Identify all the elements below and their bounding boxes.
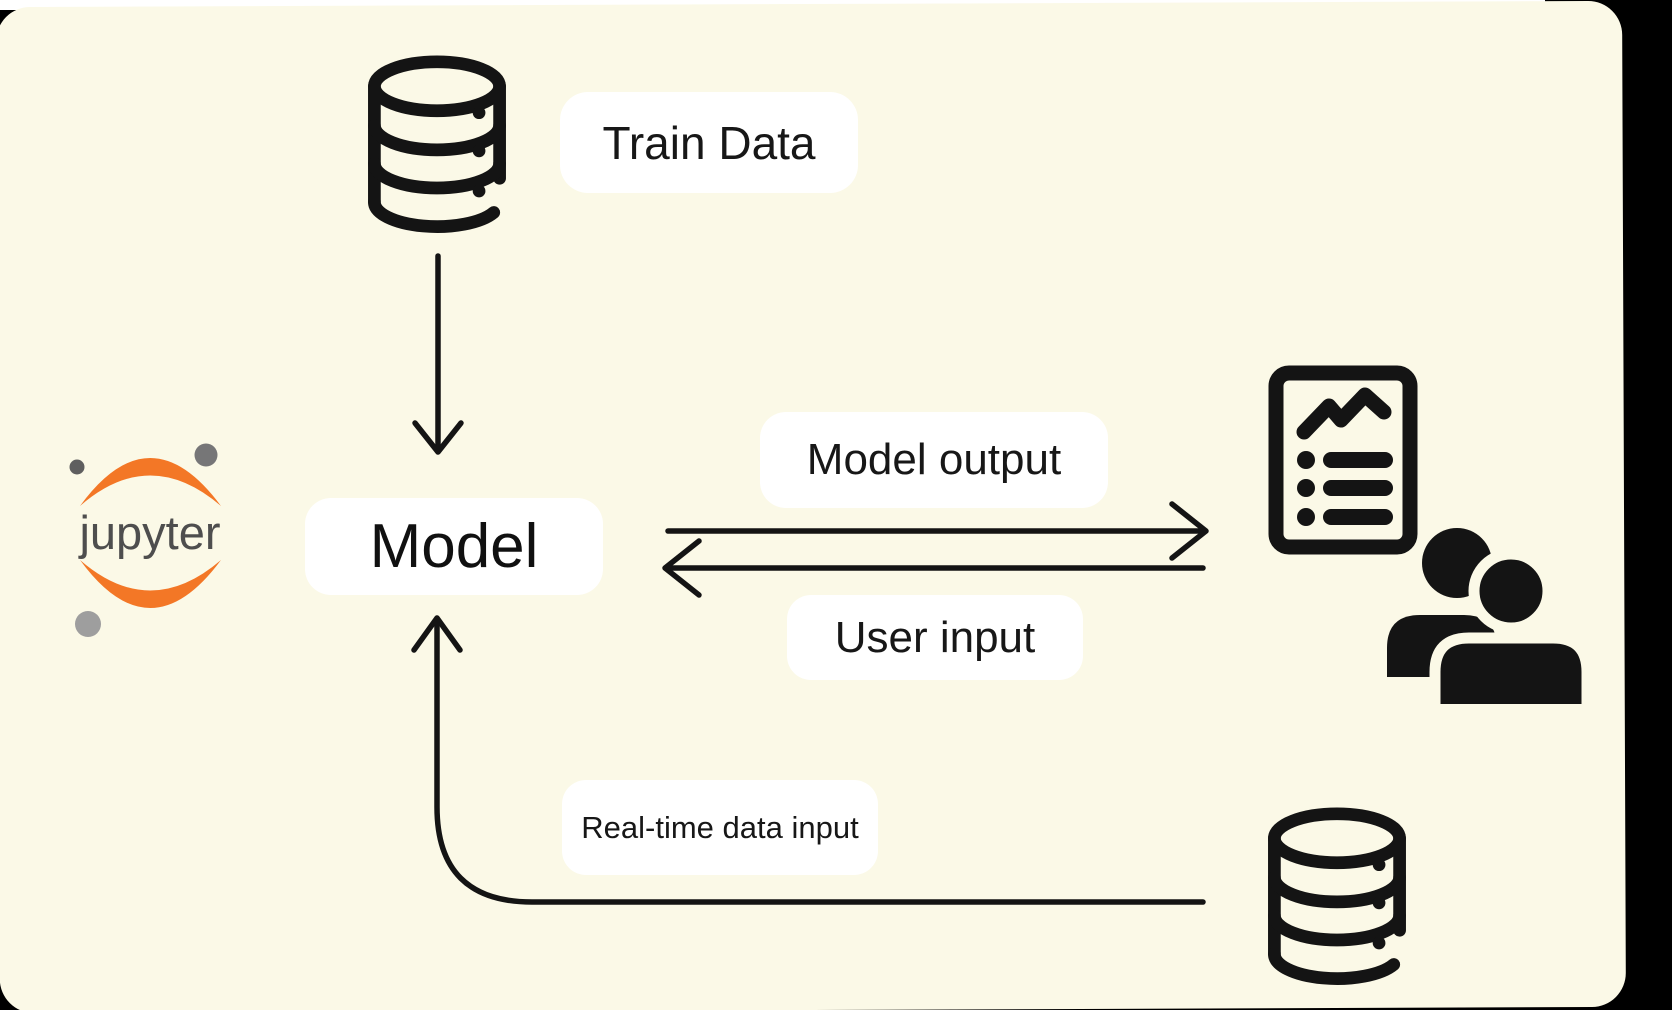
jupyter-moon-top-left xyxy=(69,459,85,475)
realtime-input-label-text: Real-time data input xyxy=(581,809,859,845)
model-node-text: Model xyxy=(369,512,539,581)
model-output-label: Model output xyxy=(760,412,1108,508)
train-data-label: Train Data xyxy=(560,92,858,193)
jupyter-logo: jupyter xyxy=(50,400,255,650)
jupyter-bottom-crescent xyxy=(80,560,221,608)
jupyter-top-crescent xyxy=(80,458,221,506)
user-input-label-text: User input xyxy=(834,612,1036,662)
model-node: Model xyxy=(305,498,603,595)
train-data-label-text: Train Data xyxy=(602,116,816,169)
realtime-input-arrow xyxy=(411,615,1206,905)
model-output-label-text: Model output xyxy=(806,435,1062,484)
jupyter-wordmark: jupyter xyxy=(77,506,220,559)
user-input-label: User input xyxy=(787,595,1083,680)
realtime-input-label: Real-time data input xyxy=(562,780,878,875)
realtime-database-icon xyxy=(1258,806,1416,986)
train-database-icon xyxy=(358,54,516,234)
model-output-arrow xyxy=(665,501,1209,561)
report-chart-icon xyxy=(1268,365,1418,555)
jupyter-moon-top-right xyxy=(194,443,218,467)
jupyter-moon-bottom-left xyxy=(75,611,101,637)
train-to-model-arrow xyxy=(412,253,464,455)
users-icon xyxy=(1380,526,1592,704)
user-input-arrow xyxy=(662,538,1206,598)
